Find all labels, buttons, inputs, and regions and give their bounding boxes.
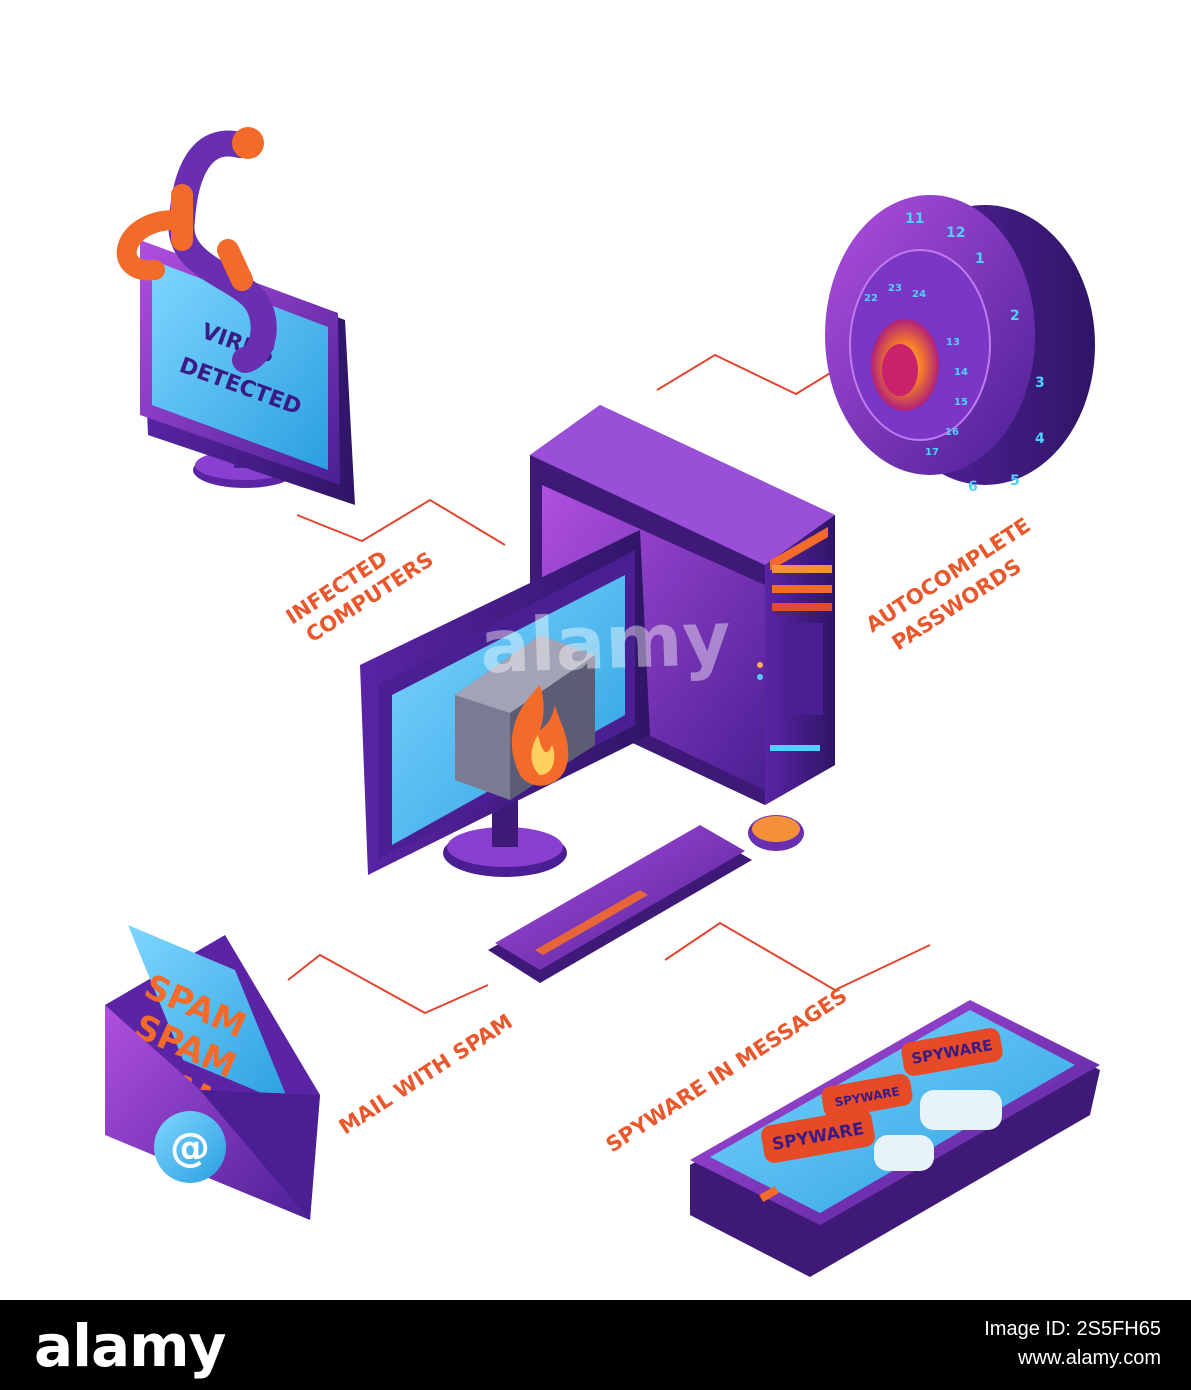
at-icon: @ [170, 1125, 210, 1171]
svg-text:16: 16 [945, 427, 959, 438]
svg-text:2: 2 [1010, 308, 1020, 324]
connector-spyware [664, 921, 931, 992]
svg-text:24: 24 [912, 289, 926, 300]
spam-envelope-illustration: SPAM SPAM SPAM @ [105, 925, 320, 1220]
svg-text:22: 22 [864, 293, 878, 304]
svg-text:23: 23 [888, 283, 902, 294]
message-bubbles: SPYWARE SPYWARE SPYWARE [761, 1028, 1003, 1171]
worm-icon [116, 127, 277, 373]
label-mail-with-spam: MAIL WITH SPAM [335, 1009, 517, 1139]
svg-text:12: 12 [946, 225, 965, 241]
dial-outer-numbers: 11 12 1 2 3 4 5 6 [905, 211, 1045, 495]
svg-text:11: 11 [905, 211, 924, 227]
svg-text:14: 14 [954, 367, 968, 378]
at-badge [154, 1111, 226, 1183]
empty-bubble-2 [874, 1135, 934, 1171]
flame-icon [511, 685, 569, 786]
connector-infected [296, 498, 506, 546]
svg-text:1: 1 [975, 251, 985, 267]
svg-text:3: 3 [1035, 375, 1045, 391]
connector-lines [287, 353, 931, 1015]
password-dial-illustration: 11 12 1 2 3 4 5 6 22 23 24 13 14 15 16 1… [825, 195, 1095, 495]
svg-text:13: 13 [946, 337, 960, 348]
footer-logo: alamy [34, 1312, 226, 1380]
footer-image-id: Image ID: 2S5FH65 [984, 1318, 1161, 1340]
dial-inner-numbers: 22 23 24 13 14 15 16 17 [864, 283, 968, 458]
spam-letter [128, 925, 290, 1105]
connector-autocomplete [656, 353, 833, 396]
tower-drive-bay [785, 623, 823, 715]
spyware-phone-illustration: SPYWARE SPYWARE SPYWARE [690, 1000, 1100, 1277]
footer-info: Image ID: 2S5FH65 www.alamy.com [984, 1318, 1161, 1370]
svg-text:17: 17 [925, 447, 939, 458]
empty-bubble-1 [920, 1090, 1002, 1130]
infected-monitor-illustration: VIRUS DETECTED [116, 127, 355, 505]
connector-mail [287, 953, 489, 1015]
svg-text:5: 5 [1010, 473, 1020, 489]
svg-text:6: 6 [968, 479, 978, 495]
central-computer-illustration [360, 405, 835, 983]
watermark: alamy [478, 595, 733, 691]
footer-bar: alamy Image ID: 2S5FH65 www.alamy.com [0, 1300, 1191, 1390]
svg-text:4: 4 [1035, 431, 1045, 447]
svg-text:15: 15 [954, 397, 968, 408]
footer-url[interactable]: www.alamy.com [1018, 1347, 1161, 1369]
